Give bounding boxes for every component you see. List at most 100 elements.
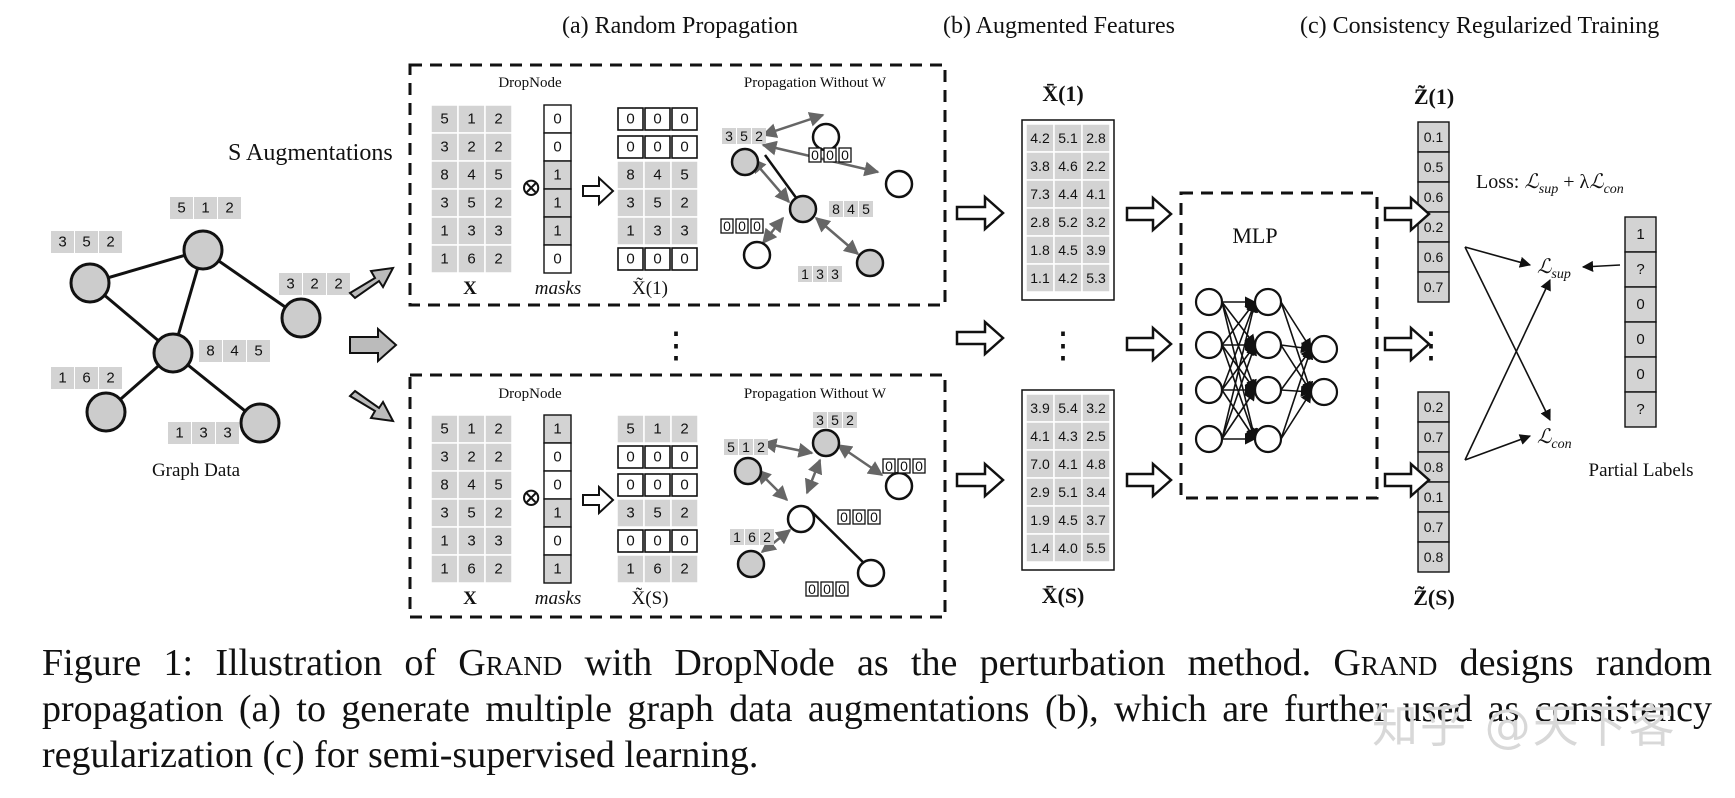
cell-value: 6 xyxy=(467,561,475,578)
matrix-cell xyxy=(617,473,644,497)
cell-value: 0.6 xyxy=(1424,249,1444,265)
cell-value: 1.4 xyxy=(1030,540,1050,556)
feature-digit: 0 xyxy=(808,581,816,597)
feature-digit: 1 xyxy=(201,200,209,217)
feature-digit: 0 xyxy=(738,218,746,234)
feature-digit: 5 xyxy=(254,343,262,360)
feature-digit: 0 xyxy=(885,458,893,474)
feature-digit: 0 xyxy=(823,581,831,597)
cell-value: 4 xyxy=(467,477,475,494)
cell-value: 4.2 xyxy=(1030,130,1050,146)
cell-value: 4.1 xyxy=(1030,428,1050,444)
cell-value: 4.0 xyxy=(1058,540,1078,556)
matrix-cell xyxy=(616,216,645,246)
cell-value: 2 xyxy=(494,449,502,466)
feature-digit: 6 xyxy=(82,370,90,387)
cell-value: 8 xyxy=(626,167,634,184)
matrix-cell xyxy=(484,188,513,218)
graph-node xyxy=(69,262,111,304)
matrix-cell xyxy=(617,107,644,131)
feature-digit: 5 xyxy=(862,201,870,217)
loss-arrows xyxy=(1464,246,1621,461)
feature-digit: 1 xyxy=(175,425,183,442)
partial-labels-label: Partial Labels xyxy=(1589,460,1694,481)
matrix-cell xyxy=(670,498,699,528)
feature-digit: 2 xyxy=(106,234,114,251)
matrix-cell xyxy=(617,247,644,271)
cell-value: 0.8 xyxy=(1424,459,1444,475)
feature-digit: 3 xyxy=(199,425,207,442)
cell-value: 2.9 xyxy=(1030,484,1050,500)
matrix-cell xyxy=(616,414,645,444)
column-cell xyxy=(1417,481,1450,513)
column-cell xyxy=(543,216,572,246)
hollow-arrow-1 xyxy=(582,175,615,207)
cell-value: 2 xyxy=(680,505,688,522)
cell-value: 1 xyxy=(467,421,475,438)
cell-value: 5.3 xyxy=(1086,270,1106,286)
cell-value: 4.2 xyxy=(1058,270,1078,286)
cell-value: 5.2 xyxy=(1058,214,1078,230)
cell-value: 0.7 xyxy=(1424,429,1444,445)
matrix-cell xyxy=(484,554,513,584)
column-cell xyxy=(1624,321,1657,358)
matrix-cell xyxy=(644,107,671,131)
feature-digit: 3 xyxy=(816,412,824,428)
output-z-1: 0.10.50.60.20.60.7 xyxy=(1417,121,1450,303)
vdots-augmentations: ⋮ xyxy=(658,325,694,365)
mlp-neuron xyxy=(1194,375,1224,405)
cell-value: 3 xyxy=(440,139,448,156)
xtilde-label-1: X̃(1) xyxy=(632,276,668,299)
matrix-cell xyxy=(670,554,699,584)
matrix-cell xyxy=(484,216,513,246)
l-sup-label: ℒsup xyxy=(1537,256,1571,282)
feature-digit: 2 xyxy=(334,276,342,293)
graph-to-augmentation-arrows xyxy=(348,266,398,423)
cell-value: 2 xyxy=(494,139,502,156)
column-cell xyxy=(543,104,572,134)
matrix-cell xyxy=(430,554,459,584)
matrix-cell xyxy=(430,244,459,274)
cell-value: 0 xyxy=(1636,331,1644,348)
title-augmented-features: (b) Augmented Features xyxy=(943,13,1175,39)
matrix-cell xyxy=(1081,151,1111,181)
dropnode-label-1: DropNode xyxy=(498,75,562,91)
cell-value: 0 xyxy=(653,533,661,550)
caption-prefix: Figure 1: Illustration of xyxy=(42,642,459,684)
cell-value: 1 xyxy=(626,223,634,240)
mlp-neuron xyxy=(1309,334,1339,364)
l-con-label: ℒcon xyxy=(1537,426,1572,452)
matrix-cell xyxy=(670,216,699,246)
cell-value: 0.2 xyxy=(1424,219,1444,235)
column-cell xyxy=(1417,241,1450,273)
caption-mid1: with DropNode as the perturbation method… xyxy=(562,642,1334,684)
cell-value: 0 xyxy=(653,477,661,494)
cell-value: 3 xyxy=(440,449,448,466)
feature-digit: 0 xyxy=(855,509,863,525)
feature-digit: 2 xyxy=(106,370,114,387)
cell-value: 1 xyxy=(626,561,634,578)
propagation-graph-s xyxy=(733,428,914,588)
cell-value: 5 xyxy=(653,195,661,212)
cell-value: 0 xyxy=(680,449,688,466)
feature-digit: 5 xyxy=(740,128,748,144)
matrix-cell xyxy=(1025,179,1055,209)
matrix-cell xyxy=(1081,263,1111,293)
feature-digit: 2 xyxy=(310,276,318,293)
feature-digit: 0 xyxy=(840,509,848,525)
matrix-cell xyxy=(671,529,698,553)
graph-node xyxy=(239,402,281,444)
cell-value: 4.6 xyxy=(1058,158,1078,174)
matrix-cell xyxy=(1025,263,1055,293)
matrix-cell xyxy=(1053,151,1083,181)
cell-value: 2 xyxy=(494,111,502,128)
z-label-1: Z̃(1) xyxy=(1414,84,1454,109)
